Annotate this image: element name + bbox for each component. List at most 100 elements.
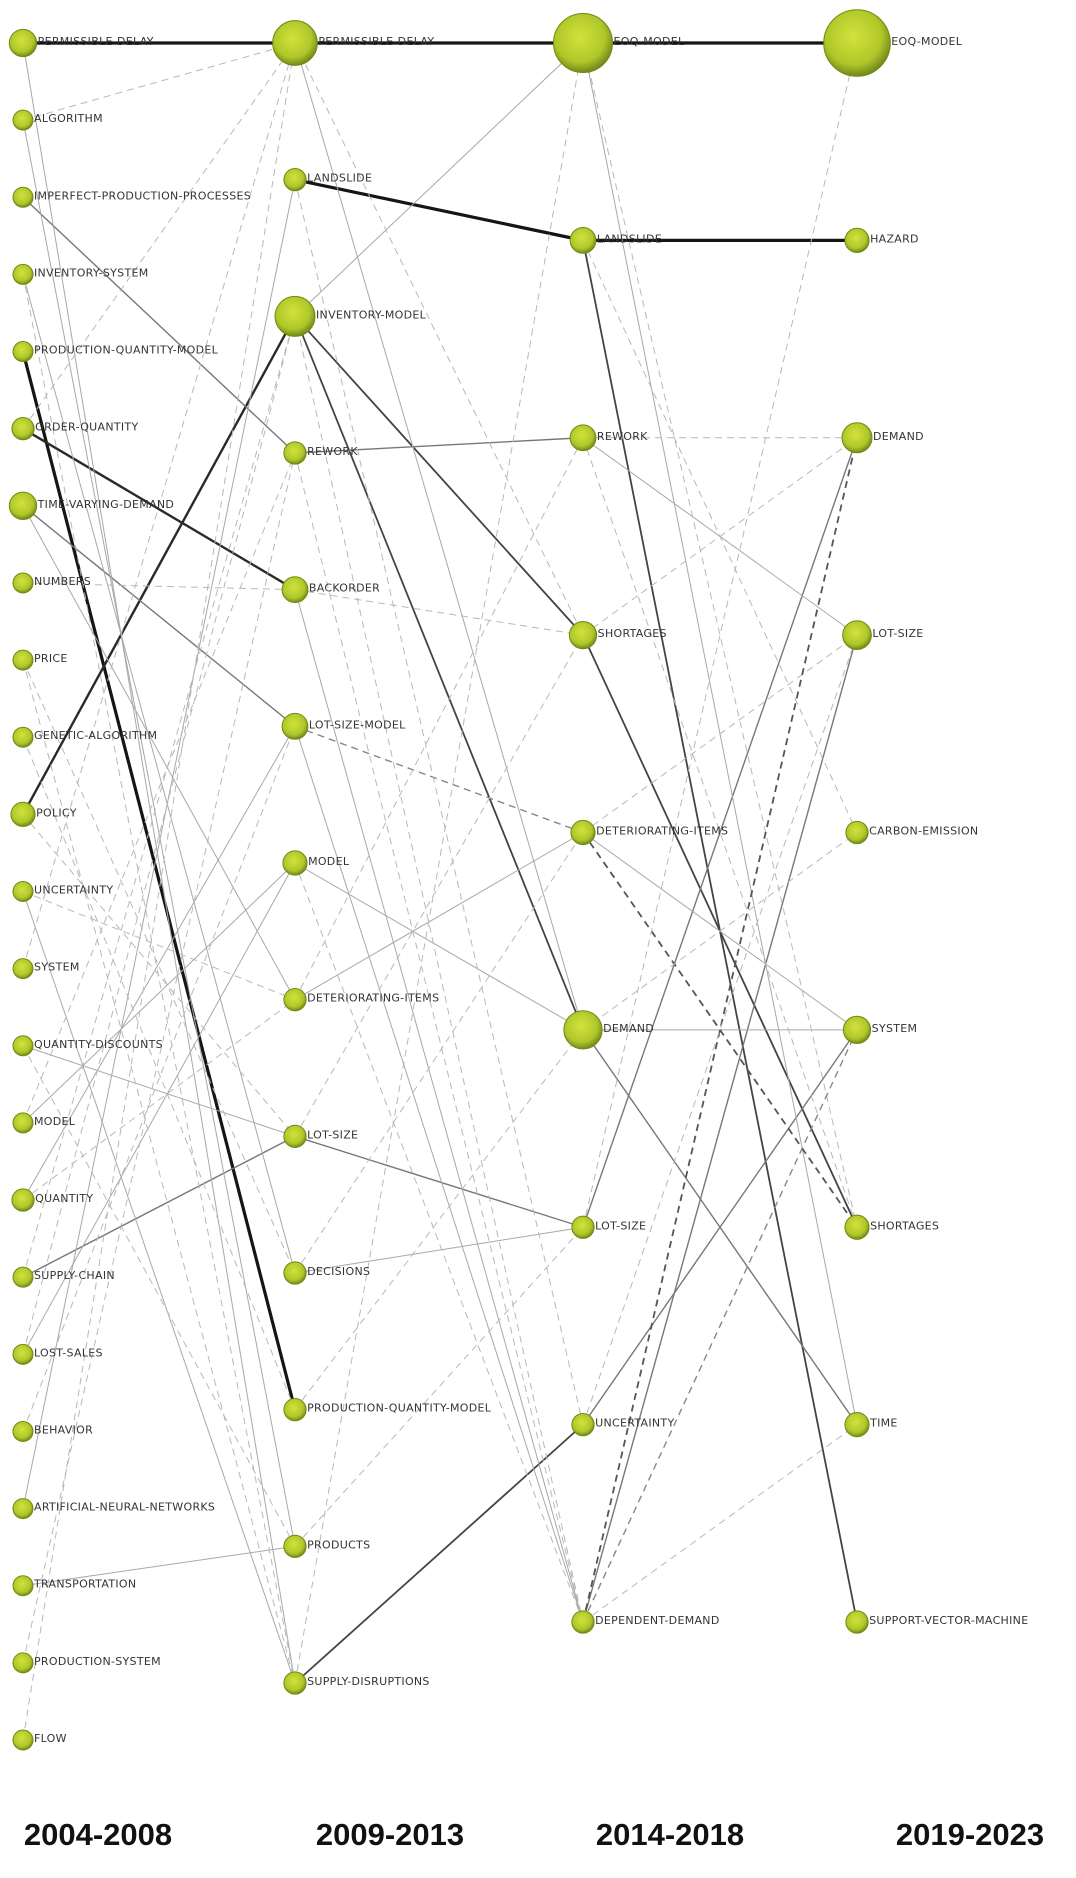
node-quantity[interactable]: QUANTITY [11,1188,94,1212]
node-hazard[interactable]: HAZARD [844,227,919,253]
node-algorithm[interactable]: ALGORITHM [12,109,103,131]
node-behavior[interactable]: BEHAVIOR [12,1420,93,1442]
node-circle[interactable] [842,1015,872,1045]
node-products[interactable]: PRODUCTS [283,1534,370,1558]
node-circle[interactable] [283,441,307,465]
node-supply-chain[interactable]: SUPPLY-CHAIN [12,1266,115,1288]
node-time-varying-demand[interactable]: TIME-VARYING-DEMAND [8,491,174,520]
node-rework[interactable]: REWORK [569,424,648,452]
node-uncertainty[interactable]: UNCERTAINTY [571,1413,675,1437]
node-inventory-model[interactable]: INVENTORY-MODEL [274,295,427,337]
node-circle[interactable] [8,491,38,520]
node-policy[interactable]: POLICY [10,801,77,827]
node-transportation[interactable]: TRANSPORTATION [12,1575,136,1597]
node-deteriorating-items[interactable]: DETERIORATING-ITEMS [283,988,440,1012]
node-production-quantity-model[interactable]: PRODUCTION-QUANTITY-MODEL [283,1398,492,1422]
node-genetic-algorithm[interactable]: GENETIC-ALGORITHM [12,726,157,748]
node-circle[interactable] [571,1413,595,1437]
node-circle[interactable] [845,1610,869,1634]
node-circle[interactable] [12,109,34,131]
node-circle[interactable] [12,1266,34,1288]
node-inventory-system[interactable]: INVENTORY-SYSTEM [12,263,149,285]
node-circle[interactable] [12,1420,34,1442]
node-decisions[interactable]: DECISIONS [283,1261,370,1285]
node-circle[interactable] [10,801,36,827]
node-demand[interactable]: DEMAND [563,1010,654,1050]
node-circle[interactable] [12,1343,34,1365]
node-circle[interactable] [12,1035,34,1057]
node-production-quantity-model[interactable]: PRODUCTION-QUANTITY-MODEL [12,341,219,363]
node-circle[interactable] [283,1261,307,1285]
node-imperfect-production-processes[interactable]: IMPERFECT-PRODUCTION-PROCESSES [12,186,251,208]
node-circle[interactable] [571,1215,595,1239]
node-circle[interactable] [12,881,34,902]
node-circle[interactable] [283,988,307,1012]
node-circle[interactable] [281,712,309,740]
node-circle[interactable] [12,572,34,594]
node-circle[interactable] [283,168,307,192]
node-model[interactable]: MODEL [12,1112,76,1134]
node-carbon-emission[interactable]: CARBON-EMISSION [845,820,979,845]
node-uncertainty[interactable]: UNCERTAINTY [12,881,113,902]
node-lot-size[interactable]: LOT-SIZE [571,1215,646,1239]
node-circle[interactable] [12,263,34,285]
node-backorder[interactable]: BACKORDER [281,576,380,604]
node-time[interactable]: TIME [844,1412,898,1438]
node-circle[interactable] [12,649,34,671]
node-circle[interactable] [12,341,34,363]
node-circle[interactable] [12,958,34,980]
node-circle[interactable] [12,726,34,748]
node-lot-size[interactable]: LOT-SIZE [842,620,924,650]
node-eoq-model[interactable]: EOQ-MODEL [553,13,686,73]
node-model[interactable]: MODEL [282,850,350,876]
node-lot-size-model[interactable]: LOT-SIZE-MODEL [281,712,406,740]
node-circle[interactable] [12,1498,34,1520]
node-lot-size[interactable]: LOT-SIZE [283,1124,358,1148]
node-circle[interactable] [12,1729,34,1751]
node-price[interactable]: PRICE [12,649,68,671]
node-circle[interactable] [11,417,35,441]
node-flow[interactable]: FLOW [12,1729,67,1751]
node-eoq-model[interactable]: EOQ-MODEL [823,9,963,77]
node-circle[interactable] [12,186,34,208]
node-lost-sales[interactable]: LOST-SALES [12,1343,103,1365]
node-system[interactable]: SYSTEM [12,958,80,980]
node-circle[interactable] [844,1412,870,1438]
node-circle[interactable] [8,28,38,58]
node-circle[interactable] [283,1671,307,1695]
node-landslide[interactable]: LANDSLIDE [569,226,662,254]
node-circle[interactable] [570,819,596,846]
node-artificial-neural-networks[interactable]: ARTIFICIAL-NEURAL-NETWORKS [12,1498,215,1520]
node-circle[interactable] [568,620,598,650]
node-circle[interactable] [844,227,870,253]
node-order-quantity[interactable]: ORDER-QUANTITY [11,417,139,441]
node-circle[interactable] [283,1124,307,1148]
node-circle[interactable] [11,1188,35,1212]
node-permissible-delay[interactable]: PERMISSIBLE-DELAY [272,20,435,66]
node-circle[interactable] [12,1575,34,1597]
node-circle[interactable] [563,1010,603,1050]
node-supply-disruptions[interactable]: SUPPLY-DISRUPTIONS [283,1671,430,1695]
node-dependent-demand[interactable]: DEPENDENT-DEMAND [571,1610,720,1634]
node-shortages[interactable]: SHORTAGES [844,1214,939,1240]
node-rework[interactable]: REWORK [283,441,359,465]
node-circle[interactable] [272,20,318,66]
node-circle[interactable] [842,620,872,650]
node-circle[interactable] [12,1652,34,1674]
node-numbers[interactable]: NUMBERS [12,572,91,594]
node-circle[interactable] [569,226,597,254]
node-circle[interactable] [283,1534,307,1558]
node-permissible-delay[interactable]: PERMISSIBLE-DELAY [8,28,153,58]
node-circle[interactable] [283,1398,307,1422]
node-circle[interactable] [12,1112,34,1134]
node-circle[interactable] [841,422,873,454]
node-shortages[interactable]: SHORTAGES [568,620,666,650]
node-circle[interactable] [553,13,613,73]
node-demand[interactable]: DEMAND [841,422,924,454]
node-circle[interactable] [281,576,309,604]
node-circle[interactable] [274,295,316,337]
node-production-system[interactable]: PRODUCTION-SYSTEM [12,1652,161,1674]
node-support-vector-machine[interactable]: SUPPORT-VECTOR-MACHINE [845,1610,1029,1634]
node-landslide[interactable]: LANDSLIDE [283,168,372,192]
node-system[interactable]: SYSTEM [842,1015,917,1045]
